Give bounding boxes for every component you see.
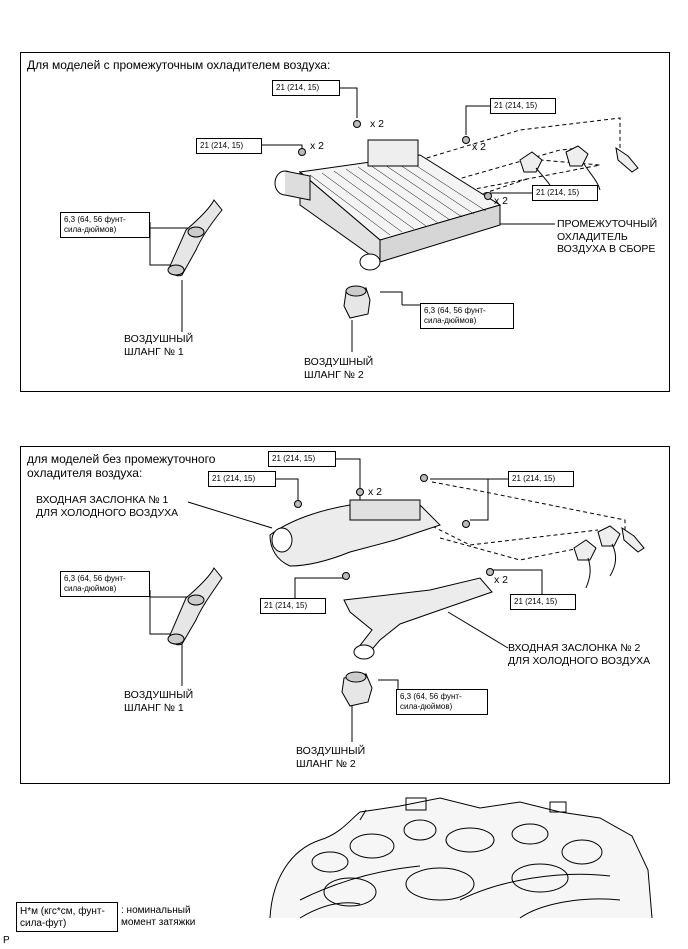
quantity-x2: x 2 (472, 141, 487, 153)
torque-callout: 21 (214, 15) (272, 80, 340, 96)
panel1-heading: Для моделей с промежуточным охладителем … (27, 58, 331, 72)
quantity-x2: x 2 (370, 118, 385, 130)
air-hose-2-label: ВОЗДУШНЫЙ ШЛАНГ № 2 (296, 745, 366, 770)
torque-callout: 21 (214, 15) (508, 471, 574, 487)
torque-callout: 21 (214, 15) (510, 594, 576, 610)
intercooler-label: ПРОМЕЖУТОЧНЫЙ ОХЛАДИТЕЛЬ ВОЗДУХА В СБОРЕ (557, 218, 658, 255)
quantity-x2: x 2 (494, 574, 509, 586)
panel-without-intercooler (20, 446, 670, 784)
torque-callout: 21 (214, 15) (196, 138, 262, 154)
legend-unit-box: Н*м (кгс*см, фунт- сила-фут) (16, 902, 118, 932)
torque-callout: 21 (214, 15) (260, 598, 326, 614)
torque-callout: 6,3 (64, 56 фунт- сила-дюймов) (60, 571, 150, 597)
torque-callout: 21 (214, 15) (490, 98, 556, 114)
torque-callout: 6,3 (64, 56 фунт- сила-дюймов) (60, 212, 150, 238)
panel2-heading: для моделей без промежуточного охладител… (27, 452, 216, 480)
cold-air-damper-2-label: ВХОДНАЯ ЗАСЛОНКА № 2 ДЛЯ ХОЛОДНОГО ВОЗДУ… (508, 642, 651, 667)
air-hose-1-label: ВОЗДУШНЫЙ ШЛАНГ № 1 (124, 333, 194, 358)
torque-callout: 21 (214, 15) (268, 451, 336, 467)
air-hose-1-label: ВОЗДУШНЫЙ ШЛАНГ № 1 (124, 689, 194, 714)
cold-air-damper-1-label: ВХОДНАЯ ЗАСЛОНКА № 1 ДЛЯ ХОЛОДНОГО ВОЗДУ… (36, 494, 179, 519)
quantity-x2: x 2 (494, 195, 509, 207)
torque-callout: 21 (214, 15) (532, 185, 598, 201)
air-hose-2-label: ВОЗДУШНЫЙ ШЛАНГ № 2 (304, 356, 374, 381)
quantity-x2: x 2 (310, 140, 325, 152)
torque-callout: 21 (214, 15) (208, 471, 276, 487)
quantity-x2: x 2 (368, 486, 383, 498)
torque-callout: 6,3 (64, 56 фунт- сила-дюймов) (420, 303, 514, 329)
torque-callout: 6,3 (64, 56 фунт- сила-дюймов) (396, 689, 488, 715)
legend-description: : номинальный момент затяжки (121, 905, 196, 928)
page-marker: P (3, 935, 10, 946)
